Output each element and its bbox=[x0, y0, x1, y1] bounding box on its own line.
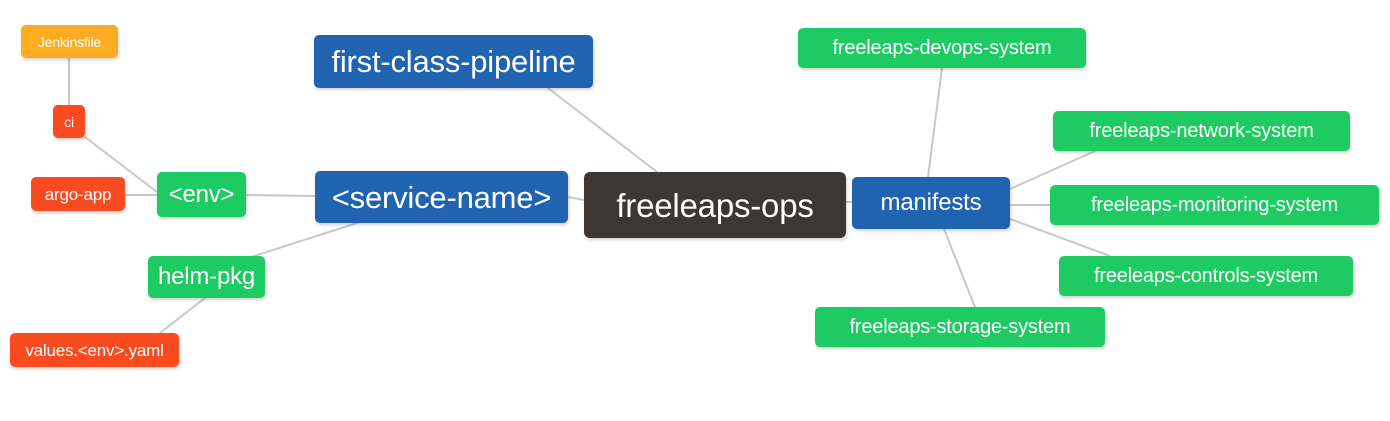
edge-service-name-to-root bbox=[567, 196, 585, 201]
edge-first-class-to-root bbox=[547, 87, 658, 173]
edge-env-to-service-name bbox=[245, 194, 316, 197]
node-helm-pkg[interactable]: helm-pkg bbox=[148, 256, 265, 298]
node-values-yaml[interactable]: values.<env>.yaml bbox=[10, 333, 179, 367]
node-root[interactable]: freeleaps-ops bbox=[584, 172, 846, 238]
node-env[interactable]: <env> bbox=[157, 172, 246, 217]
node-monitoring-sys[interactable]: freeleaps-monitoring-system bbox=[1050, 185, 1379, 225]
node-devops-sys[interactable]: freeleaps-devops-system bbox=[798, 28, 1086, 68]
node-storage-sys[interactable]: freeleaps-storage-system bbox=[815, 307, 1105, 347]
edge-manifests-to-network-sys bbox=[1009, 150, 1096, 190]
node-manifests[interactable]: manifests bbox=[852, 177, 1010, 229]
node-ci[interactable]: ci bbox=[53, 105, 85, 138]
node-argo-app[interactable]: argo-app bbox=[31, 177, 125, 211]
node-service-name[interactable]: <service-name> bbox=[315, 171, 568, 223]
node-jenkinsfile[interactable]: Jenkinsfile bbox=[21, 25, 118, 58]
node-first-class[interactable]: first-class-pipeline bbox=[314, 35, 593, 88]
edge-manifests-to-devops-sys bbox=[927, 67, 943, 178]
edge-values-yaml-to-helm-pkg bbox=[159, 297, 206, 334]
node-network-sys[interactable]: freeleaps-network-system bbox=[1053, 111, 1350, 151]
edge-manifests-to-storage-sys bbox=[943, 228, 976, 308]
edge-helm-pkg-to-service-name bbox=[247, 222, 358, 259]
node-controls-sys[interactable]: freeleaps-controls-system bbox=[1059, 256, 1353, 296]
